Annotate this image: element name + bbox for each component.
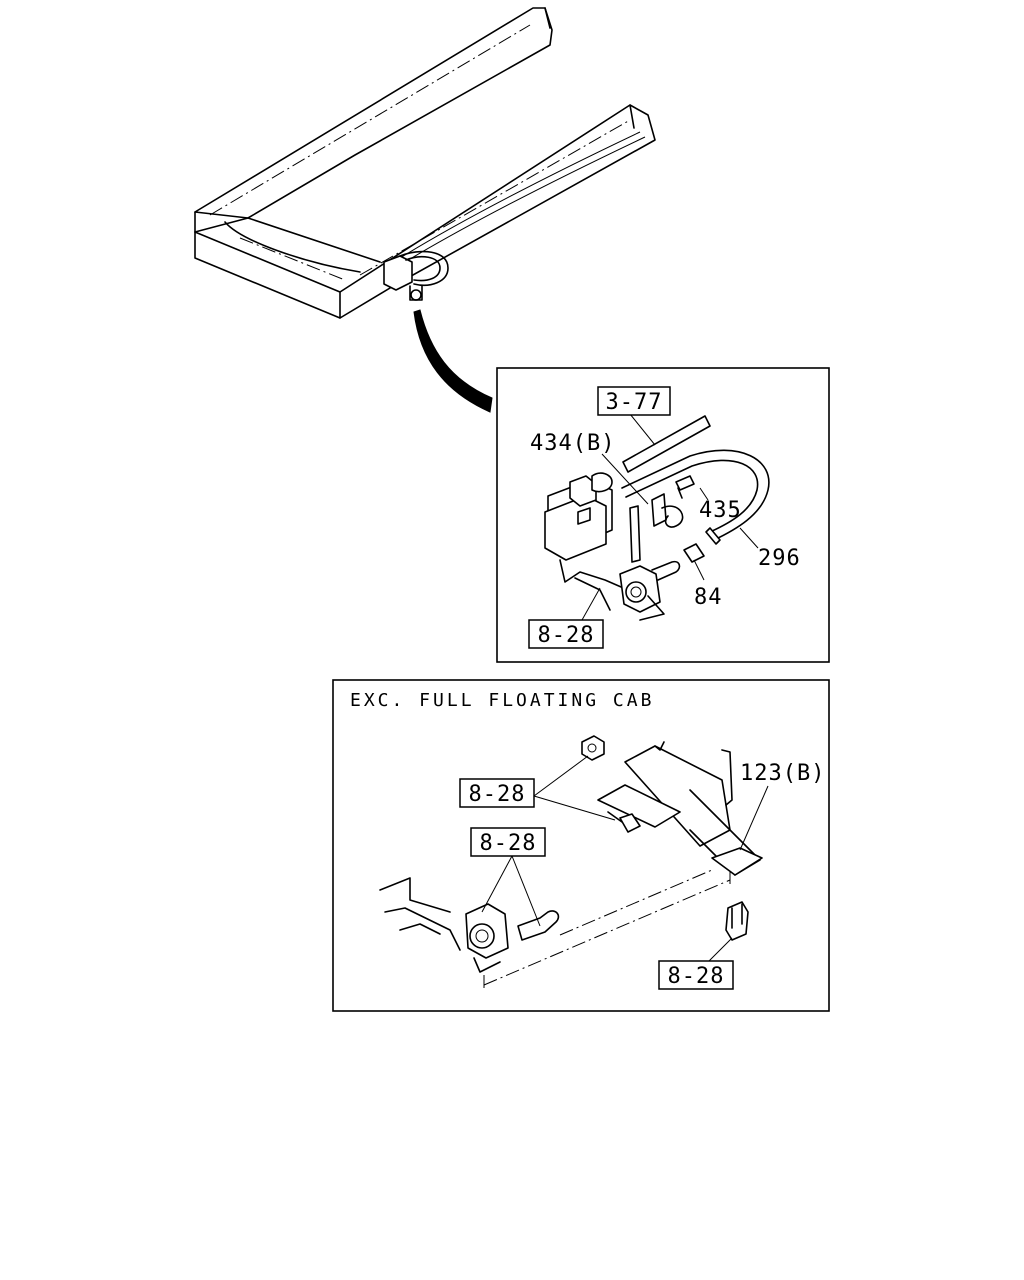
- ref-8-28-a-label: 8-28: [469, 782, 526, 807]
- frame-rail-drawing: [194, 7, 656, 319]
- ref-8-28-upper-callout: 8-28: [528, 619, 604, 649]
- part-296-label: 296: [758, 546, 801, 571]
- part-123b-label: 123(B): [740, 761, 825, 786]
- ref-8-28-b-callout: 8-28: [470, 827, 546, 857]
- ref-3-77-callout: 3-77: [597, 386, 671, 416]
- ref-8-28-c-callout: 8-28: [658, 960, 734, 990]
- upper-detail-frame: [496, 367, 830, 663]
- ref-8-28-a-callout: 8-28: [459, 778, 535, 808]
- upper-leader-lines: [581, 413, 759, 621]
- lower-panel-caption: EXC. FULL FLOATING CAB: [350, 690, 654, 711]
- lower-leader-lines: [481, 755, 769, 963]
- upper-detail-parts: [544, 415, 770, 621]
- ref-8-28-upper-label: 8-28: [538, 623, 595, 648]
- part-435-label: 435: [699, 498, 742, 523]
- lower-detail-frame: [332, 679, 830, 1012]
- detail-leader-curve: [413, 309, 493, 413]
- part-84-label: 84: [694, 585, 723, 610]
- ref-3-77-label: 3-77: [606, 390, 663, 415]
- ref-8-28-c-label: 8-28: [668, 964, 725, 989]
- ref-8-28-b-label: 8-28: [480, 831, 537, 856]
- part-434b-label: 434(B): [530, 431, 615, 456]
- lower-detail-parts: [379, 735, 763, 988]
